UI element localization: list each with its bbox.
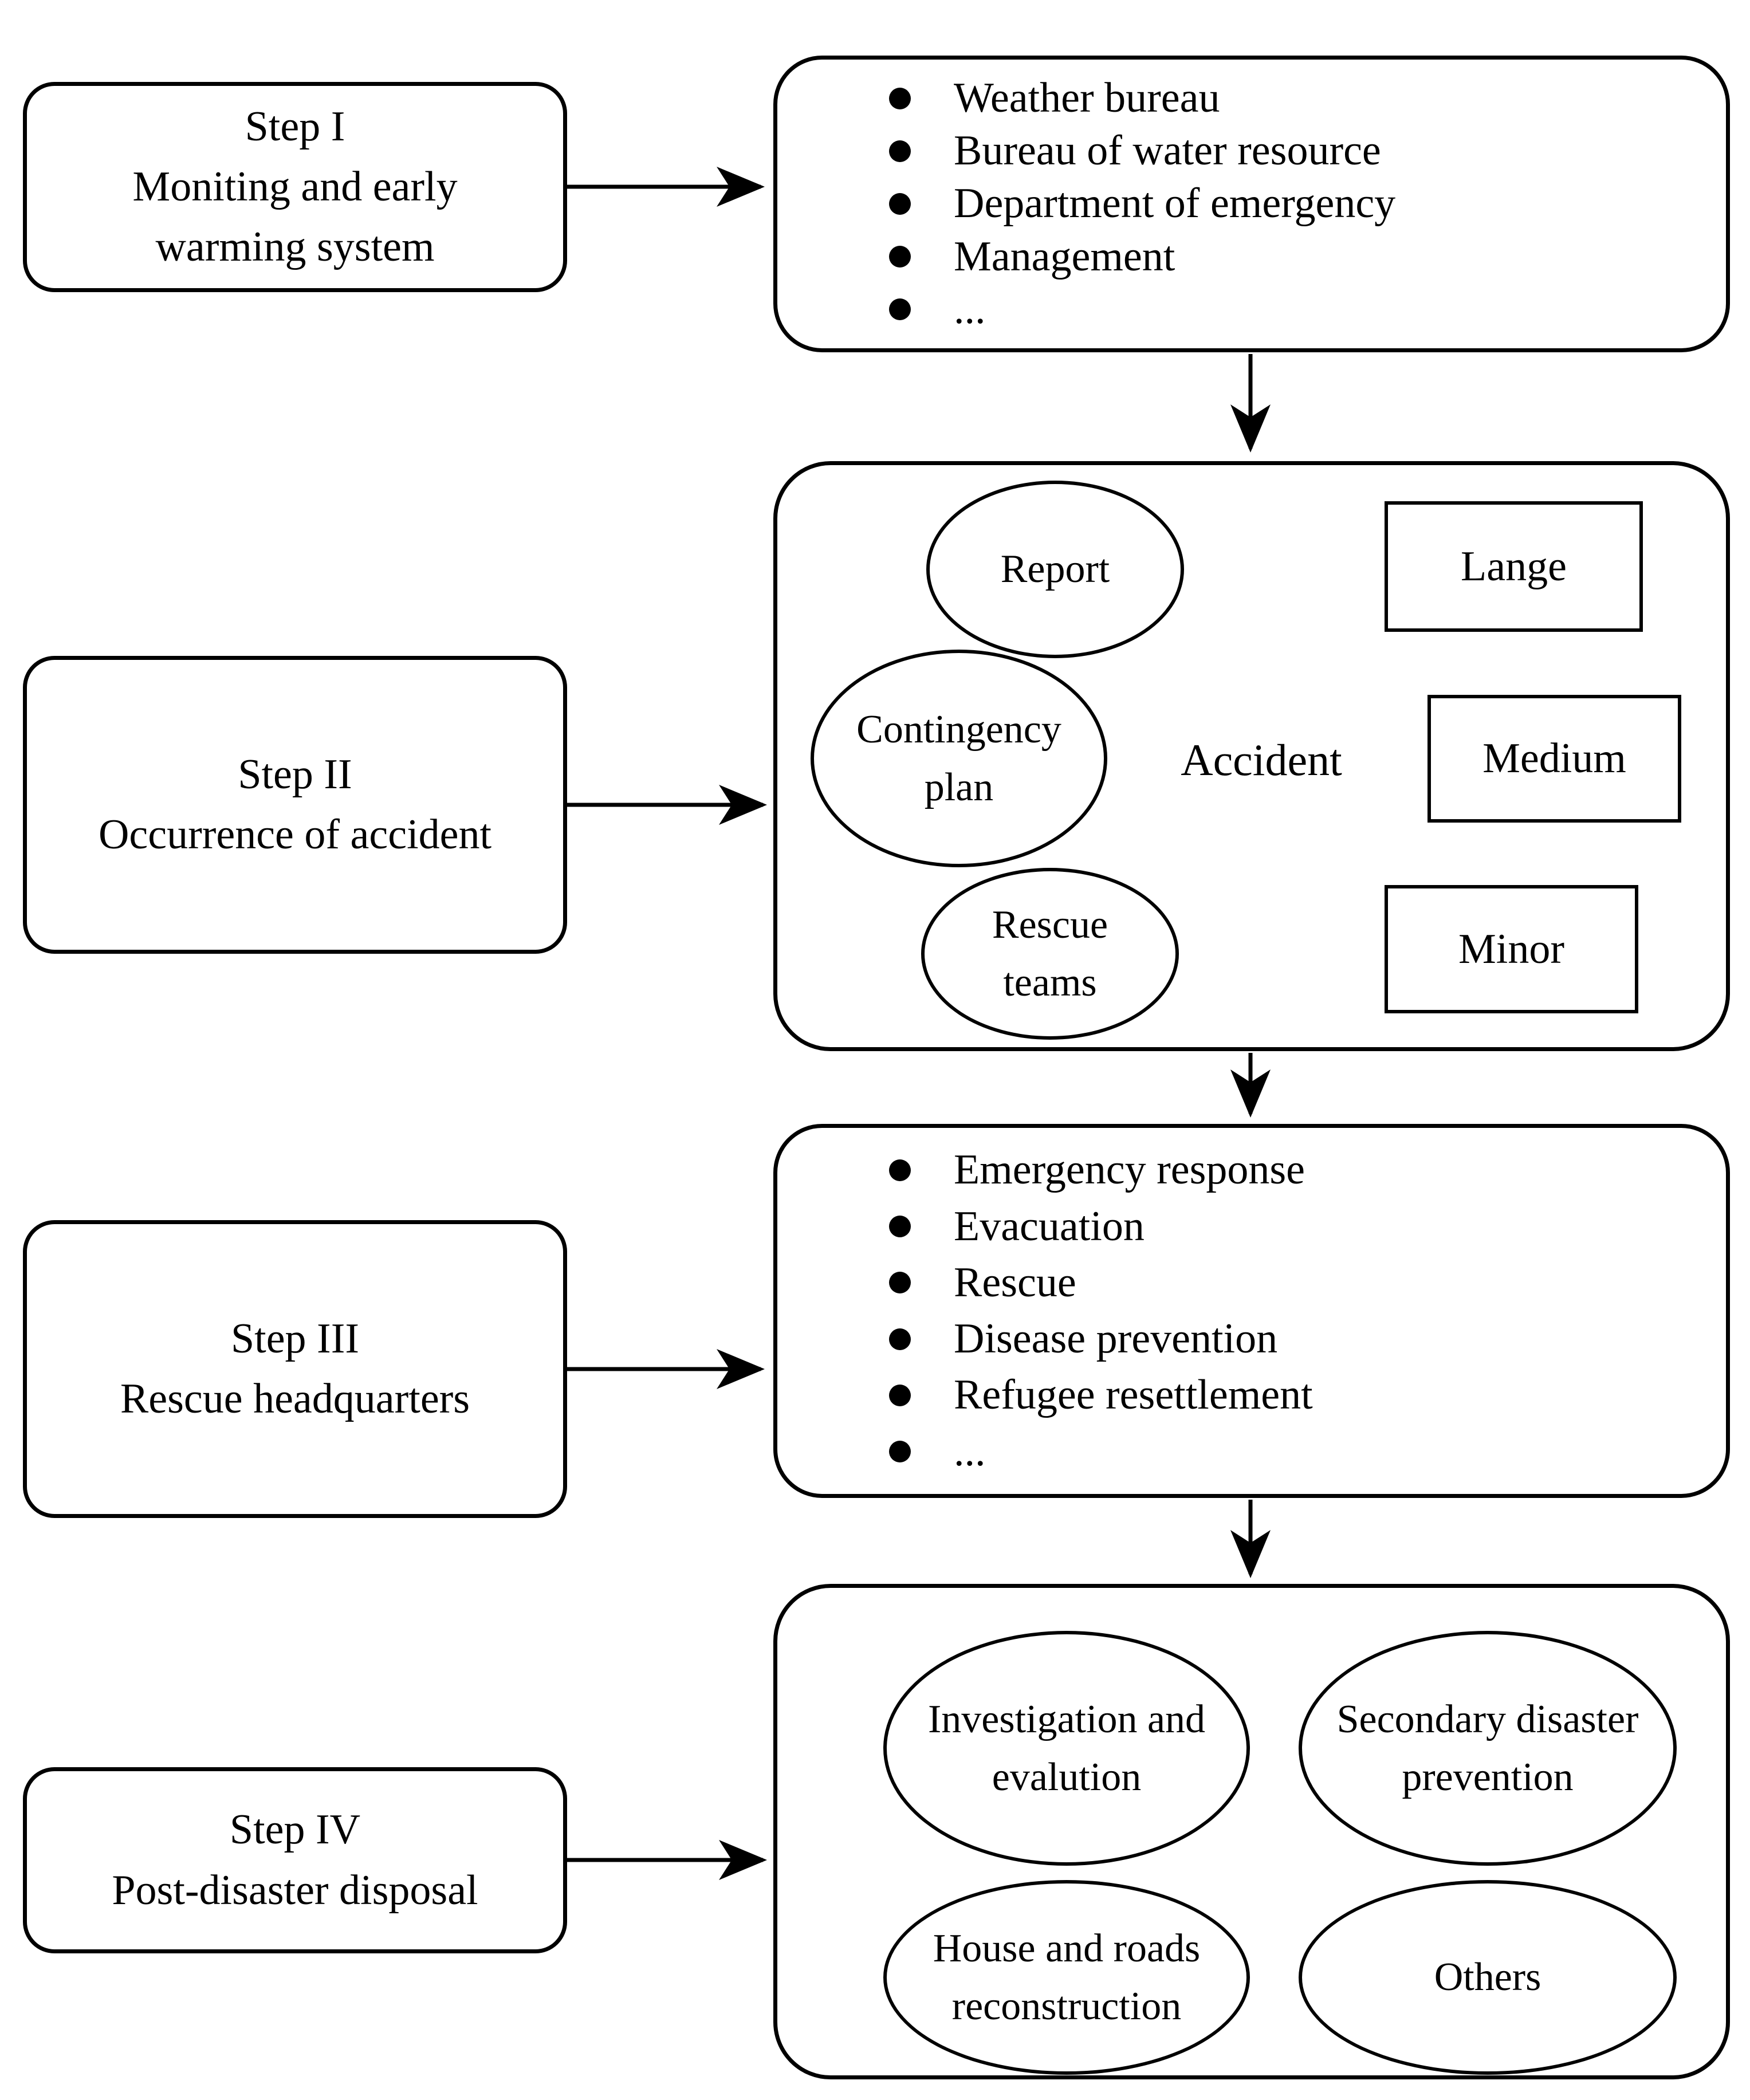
- bullet-icon: [889, 192, 911, 215]
- contingency-plan-ellipse: Contingency plan: [811, 650, 1107, 867]
- step4-box: Step IV Post-disaster disposal: [23, 1767, 567, 1953]
- investigation-evalution-ellipse: Investigation and evalution: [883, 1631, 1250, 1866]
- step1-box: Step I Moniting and early warming system: [23, 82, 567, 292]
- step2-subtitle: Occurrence of accident: [98, 811, 492, 858]
- bullet-icon: [889, 1384, 911, 1406]
- others-label: Others: [1434, 1955, 1541, 2000]
- medium-label: Medium: [1482, 735, 1626, 782]
- step3-title: Step III: [231, 1315, 359, 1362]
- list-item: Refugee resettlement: [889, 1371, 1703, 1419]
- list-item-label: Rescue: [954, 1259, 1076, 1306]
- list-item: Management: [889, 233, 1703, 281]
- list-item: Department of emergency: [889, 179, 1703, 228]
- minor-label: Minor: [1458, 925, 1564, 973]
- accident-label: Accident: [1153, 726, 1370, 795]
- bullet-icon: [889, 1272, 911, 1294]
- list-item-label: Emergency response: [954, 1146, 1305, 1194]
- bullet-icon: [889, 1441, 911, 1463]
- agencies-panel: Weather bureau Bureau of water resource …: [773, 56, 1730, 352]
- list-item-label: Refugee resettlement: [954, 1371, 1313, 1419]
- bullet-icon: [889, 246, 911, 268]
- list-item-label: Weather bureau: [954, 74, 1220, 122]
- accident-text: Accident: [1181, 735, 1342, 785]
- bullet-icon: [889, 1159, 911, 1181]
- step1-subtitle-line1: Moniting and early: [132, 163, 458, 210]
- list-item-label: Disease prevention: [954, 1315, 1278, 1363]
- investigation-evalution-label: Investigation and evalution: [927, 1697, 1206, 1800]
- list-item-label: Evacuation: [954, 1202, 1145, 1250]
- bullet-icon: [889, 1328, 911, 1350]
- list-item-label: Department of emergency: [954, 180, 1396, 227]
- step1-subtitle-line2: warming system: [155, 223, 435, 271]
- step4-title: Step IV: [229, 1806, 361, 1854]
- bullet-icon: [889, 1216, 911, 1238]
- list-item-label: Bureau of water resource: [954, 127, 1381, 175]
- rescue-teams-label: Rescue teams: [992, 902, 1108, 1005]
- severity-lange-box: Lange: [1385, 501, 1643, 632]
- list-item-label: Management: [954, 233, 1175, 280]
- rescue-teams-ellipse: Rescue teams: [921, 868, 1179, 1040]
- step1-title: Step I: [245, 103, 345, 150]
- step3-box: Step III Rescue headquarters: [23, 1220, 567, 1518]
- list-item-label: ...: [954, 1427, 986, 1475]
- step2-title: Step II: [238, 750, 352, 798]
- secondary-disaster-ellipse: Secondary disaster prevention: [1299, 1631, 1677, 1866]
- step2-box: Step II Occurrence of accident: [23, 656, 567, 954]
- report-label: Report: [1000, 547, 1110, 592]
- step4-subtitle: Post-disaster disposal: [112, 1866, 478, 1914]
- bullet-icon: [889, 298, 911, 321]
- list-item: Weather bureau: [889, 74, 1703, 123]
- accident-panel: Report Contingency plan Rescue teams Acc…: [773, 461, 1730, 1051]
- list-item: ...: [889, 285, 1703, 334]
- contingency-plan-label: Contingency plan: [856, 707, 1061, 810]
- actions-panel: Emergency response Evacuation Rescue Dis…: [773, 1124, 1730, 1498]
- list-item-label: ...: [954, 285, 986, 333]
- house-roads-ellipse: House and roads reconstruction: [883, 1880, 1250, 2075]
- house-roads-label: House and roads reconstruction: [933, 1926, 1201, 2029]
- lange-label: Lange: [1461, 542, 1567, 590]
- report-ellipse: Report: [926, 481, 1184, 658]
- bullet-icon: [889, 87, 911, 109]
- list-item: Disease prevention: [889, 1315, 1703, 1363]
- post-disaster-panel: Investigation and evalution Secondary di…: [773, 1584, 1730, 2079]
- list-item: Rescue: [889, 1259, 1703, 1307]
- others-ellipse: Others: [1299, 1880, 1677, 2075]
- step3-subtitle: Rescue headquarters: [120, 1375, 470, 1422]
- list-item: Bureau of water resource: [889, 127, 1703, 175]
- secondary-disaster-label: Secondary disaster prevention: [1336, 1697, 1639, 1800]
- severity-minor-box: Minor: [1385, 885, 1638, 1013]
- agencies-list: Weather bureau Bureau of water resource …: [777, 60, 1726, 348]
- list-item: ...: [889, 1427, 1703, 1476]
- severity-medium-box: Medium: [1427, 695, 1681, 823]
- list-item: Emergency response: [889, 1146, 1703, 1194]
- actions-list: Emergency response Evacuation Rescue Dis…: [777, 1128, 1726, 1494]
- list-item: Evacuation: [889, 1202, 1703, 1251]
- bullet-icon: [889, 140, 911, 162]
